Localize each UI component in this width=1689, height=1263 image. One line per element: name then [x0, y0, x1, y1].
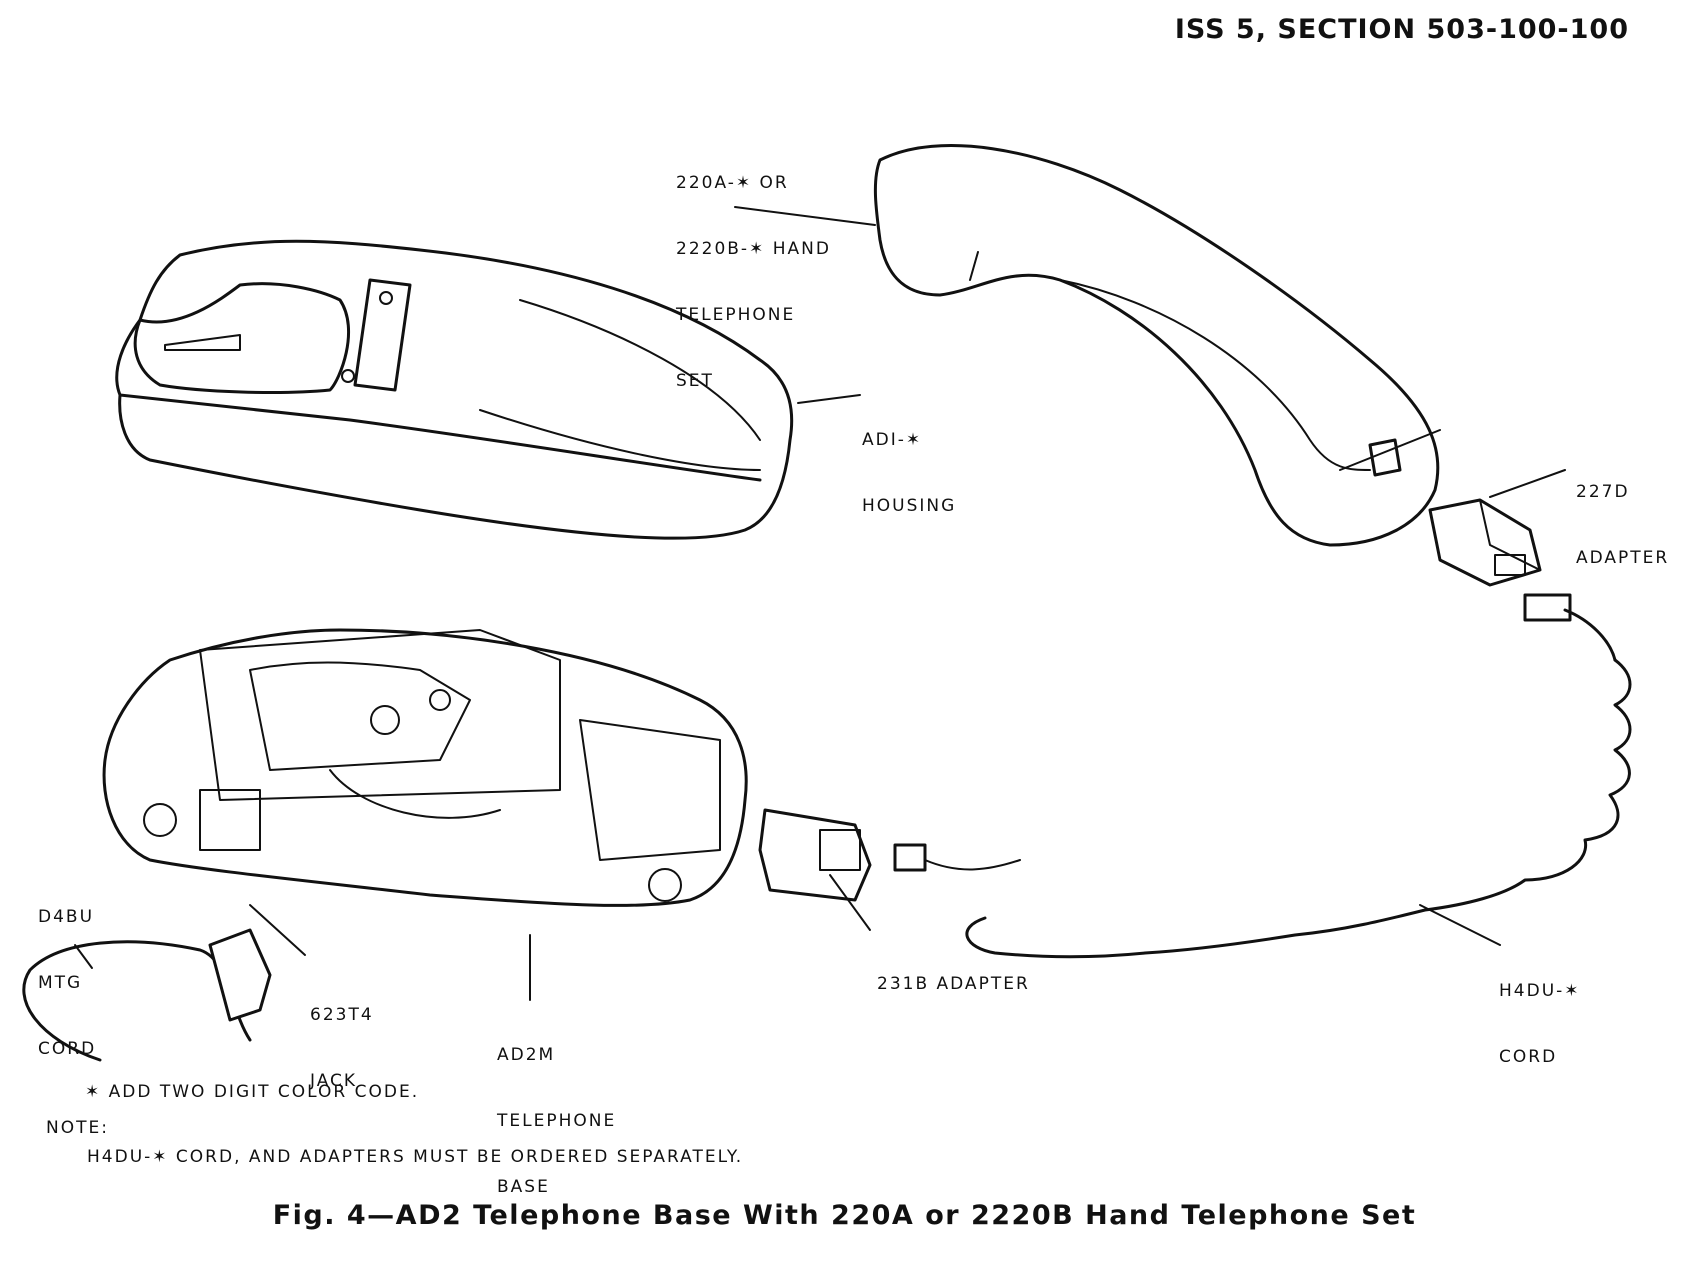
- label-base: AD2M TELEPHONE BASE: [497, 1000, 616, 1220]
- section-header: ISS 5, SECTION 503-100-100: [1174, 14, 1629, 45]
- label-handset-line2: 2220B-✶ HAND: [676, 239, 831, 259]
- figure-caption: Fig. 4—AD2 Telephone Base With 220A or 2…: [272, 1200, 1417, 1231]
- label-jack-line1: 623T4: [310, 1005, 374, 1025]
- label-jack-line2: JACK: [310, 1071, 358, 1091]
- adapter-227d-illustration: [1428, 498, 1542, 587]
- label-base-line3: BASE: [497, 1177, 550, 1197]
- label-227d-line2: ADAPTER: [1576, 548, 1670, 568]
- label-housing-line2: HOUSING: [862, 496, 957, 516]
- label-h4du-cord: H4DU-✶ CORD: [1499, 936, 1581, 1090]
- label-housing-line1: ADI-✶: [862, 430, 923, 450]
- label-handset-line3: TELEPHONE: [676, 305, 796, 325]
- label-d4bu-line2: MTG: [38, 973, 83, 993]
- adapter-231b-illustration: [758, 808, 927, 902]
- base-illustration: [102, 628, 748, 907]
- label-231b-adapter: 231B ADAPTER: [877, 929, 1030, 1017]
- handset-illustration: [873, 144, 1441, 547]
- label-handset-line4: SET: [676, 371, 714, 391]
- housing-illustration: [115, 239, 794, 540]
- footnote: ✶ ADD TWO DIGIT COLOR CODE.: [85, 1082, 420, 1102]
- label-d4bu-cord: D4BU MTG CORD: [38, 862, 96, 1082]
- h4du-cord-illustration: [924, 593, 1632, 959]
- label-h4du-line2: CORD: [1499, 1047, 1558, 1067]
- label-d4bu-line3: CORD: [38, 1039, 97, 1059]
- note-label: NOTE:: [46, 1118, 109, 1138]
- d4bu-cord-illustration: [22, 928, 272, 1062]
- label-h4du-line1: H4DU-✶: [1499, 981, 1581, 1001]
- label-housing: ADI-✶ HOUSING: [862, 385, 956, 539]
- label-227d-line1: 227D: [1576, 482, 1630, 502]
- label-handset: 220A-✶ OR 2220B-✶ HAND TELEPHONE SET: [676, 128, 831, 414]
- label-base-line2: TELEPHONE: [497, 1111, 617, 1131]
- note-text: H4DU-✶ CORD, AND ADAPTERS MUST BE ORDERE…: [87, 1147, 744, 1167]
- label-227d-adapter: 227D ADAPTER: [1576, 437, 1669, 591]
- label-base-line1: AD2M: [497, 1045, 556, 1065]
- label-231b-line1: 231B ADAPTER: [877, 974, 1030, 994]
- label-handset-line1: 220A-✶ OR: [676, 173, 789, 193]
- leader-lines: [74, 206, 1566, 1001]
- label-jack: 623T4 JACK: [310, 960, 374, 1114]
- label-d4bu-line1: D4BU: [38, 907, 95, 927]
